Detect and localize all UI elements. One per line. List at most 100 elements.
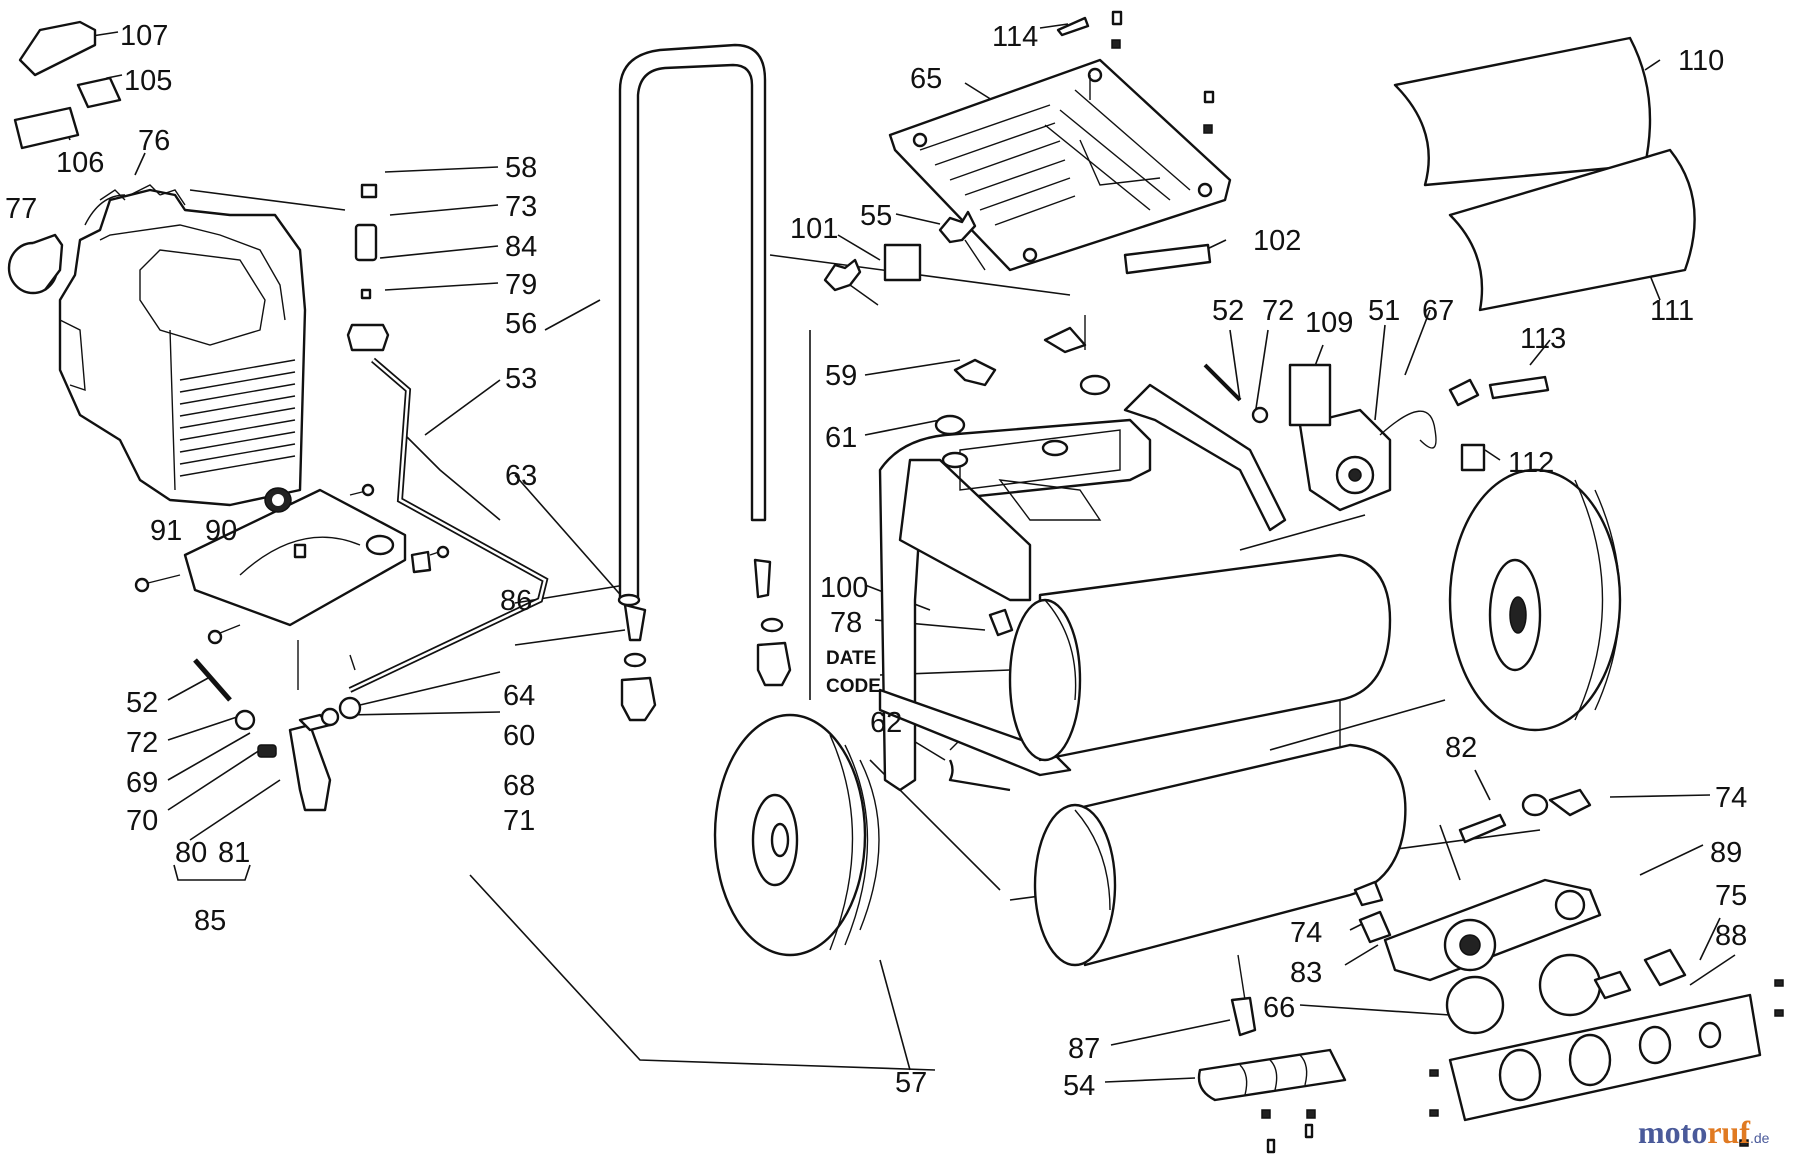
label-64: 64 xyxy=(503,680,535,712)
svg-text:motoruf.de: motoruf.de xyxy=(1638,1114,1770,1150)
watermark-part2: ruf xyxy=(1707,1114,1750,1150)
fan-ring-90 xyxy=(264,487,292,513)
part-number-labels: 107 105 106 76 77 58 73 84 79 56 53 91 9… xyxy=(5,20,1747,1102)
label-113: 113 xyxy=(1520,323,1566,355)
decal-105 xyxy=(76,76,122,109)
wheel-rear xyxy=(1448,468,1622,732)
valve-parts-left xyxy=(193,658,362,812)
gauges-66 xyxy=(1445,953,1602,1035)
label-74-right: 74 xyxy=(1715,782,1747,814)
panel-88 xyxy=(1448,993,1762,1122)
label-84: 84 xyxy=(505,231,537,263)
label-60: 60 xyxy=(503,720,535,752)
knobs-101-55 xyxy=(823,210,986,306)
decal-111 xyxy=(1448,148,1696,312)
air-filter-77 xyxy=(7,233,64,295)
label-66: 66 xyxy=(1263,992,1295,1024)
label-74-lower: 74 xyxy=(1290,917,1322,949)
label-59: 59 xyxy=(825,360,857,392)
decal-106 xyxy=(13,106,80,150)
label-111: 111 xyxy=(1650,295,1694,327)
label-106: 106 xyxy=(56,147,104,179)
label-79: 79 xyxy=(505,269,537,301)
shroud-91 xyxy=(183,488,407,627)
label-67: 67 xyxy=(1422,295,1454,327)
label-109: 109 xyxy=(1305,307,1353,339)
label-72-left: 72 xyxy=(126,727,158,759)
motor-pump-assembly xyxy=(58,184,307,507)
label-53: 53 xyxy=(505,363,537,395)
tank-upper xyxy=(1008,553,1392,762)
label-107: 107 xyxy=(120,20,168,52)
watermark-logo: motoruf.de xyxy=(1638,1114,1770,1150)
manifold-89 xyxy=(1358,878,1602,982)
label-82: 82 xyxy=(1445,732,1477,764)
axle-62 xyxy=(948,741,1011,792)
decal-107 xyxy=(18,20,97,77)
screws-left xyxy=(134,483,450,690)
label-102: 102 xyxy=(1253,225,1301,257)
label-52-right: 52 xyxy=(1212,295,1244,327)
top-plate-65 xyxy=(888,58,1232,272)
fitting-78 xyxy=(988,608,1014,637)
hose-clip-54 xyxy=(1197,1048,1347,1102)
label-112: 112 xyxy=(1508,447,1554,479)
label-72-right: 72 xyxy=(1262,295,1294,327)
label-57: 57 xyxy=(895,1067,927,1099)
label-91: 91 xyxy=(150,515,182,547)
label-70: 70 xyxy=(126,805,158,837)
label-101: 101 xyxy=(790,213,838,245)
label-65: 65 xyxy=(910,63,942,95)
pressure-switch-51 xyxy=(1203,363,1480,512)
handle-bottom-parts xyxy=(620,558,792,722)
label-63: 63 xyxy=(505,460,537,492)
label-88: 88 xyxy=(1715,920,1747,952)
watermark-suffix: .de xyxy=(1750,1130,1770,1146)
label-86: 86 xyxy=(500,585,532,617)
label-61: 61 xyxy=(825,422,857,454)
label-55: 55 xyxy=(860,200,892,232)
label-75: 75 xyxy=(1715,880,1747,912)
decal-110 xyxy=(1393,36,1652,187)
handle-56 xyxy=(617,43,767,607)
top-small-parts xyxy=(1056,10,1215,134)
label-73: 73 xyxy=(505,191,537,223)
drain-valve-87 xyxy=(1230,954,1257,1037)
label-71: 71 xyxy=(503,805,535,837)
label-110: 110 xyxy=(1678,45,1724,77)
label-80: 80 xyxy=(175,837,207,869)
label-58: 58 xyxy=(505,152,537,184)
label-51: 51 xyxy=(1368,295,1400,327)
couplers-75 xyxy=(1593,948,1687,1000)
label-54: 54 xyxy=(1063,1070,1095,1102)
label-100: 100 xyxy=(820,572,868,604)
label-78: 78 xyxy=(830,607,862,639)
brackets-59 xyxy=(934,75,1111,436)
fittings-58-73-84-79 xyxy=(346,183,390,352)
label-85: 85 xyxy=(194,905,226,937)
label-69: 69 xyxy=(126,767,158,799)
label-105: 105 xyxy=(124,65,172,97)
label-89: 89 xyxy=(1710,837,1742,869)
label-81: 81 xyxy=(218,837,250,869)
label-62: 62 xyxy=(870,707,902,739)
hose-82-elbow-74 xyxy=(1353,788,1592,907)
label-114: 114 xyxy=(992,21,1038,53)
label-76: 76 xyxy=(138,125,170,157)
label-68: 68 xyxy=(503,770,535,802)
label-102 xyxy=(1123,243,1212,275)
date-code-line1: DATE xyxy=(826,648,876,669)
date-code-line2: CODE xyxy=(826,676,881,697)
label-77: 77 xyxy=(5,193,37,225)
label-113-112 xyxy=(1460,375,1550,472)
watermark-part1: moto xyxy=(1638,1114,1707,1150)
outlet-tube-53 xyxy=(348,357,549,693)
tank-lower xyxy=(1033,743,1407,967)
label-83: 83 xyxy=(1290,957,1322,989)
label-87: 87 xyxy=(1068,1033,1100,1065)
label-56: 56 xyxy=(505,308,537,340)
wheel-front xyxy=(713,713,880,957)
label-52-left: 52 xyxy=(126,687,158,719)
